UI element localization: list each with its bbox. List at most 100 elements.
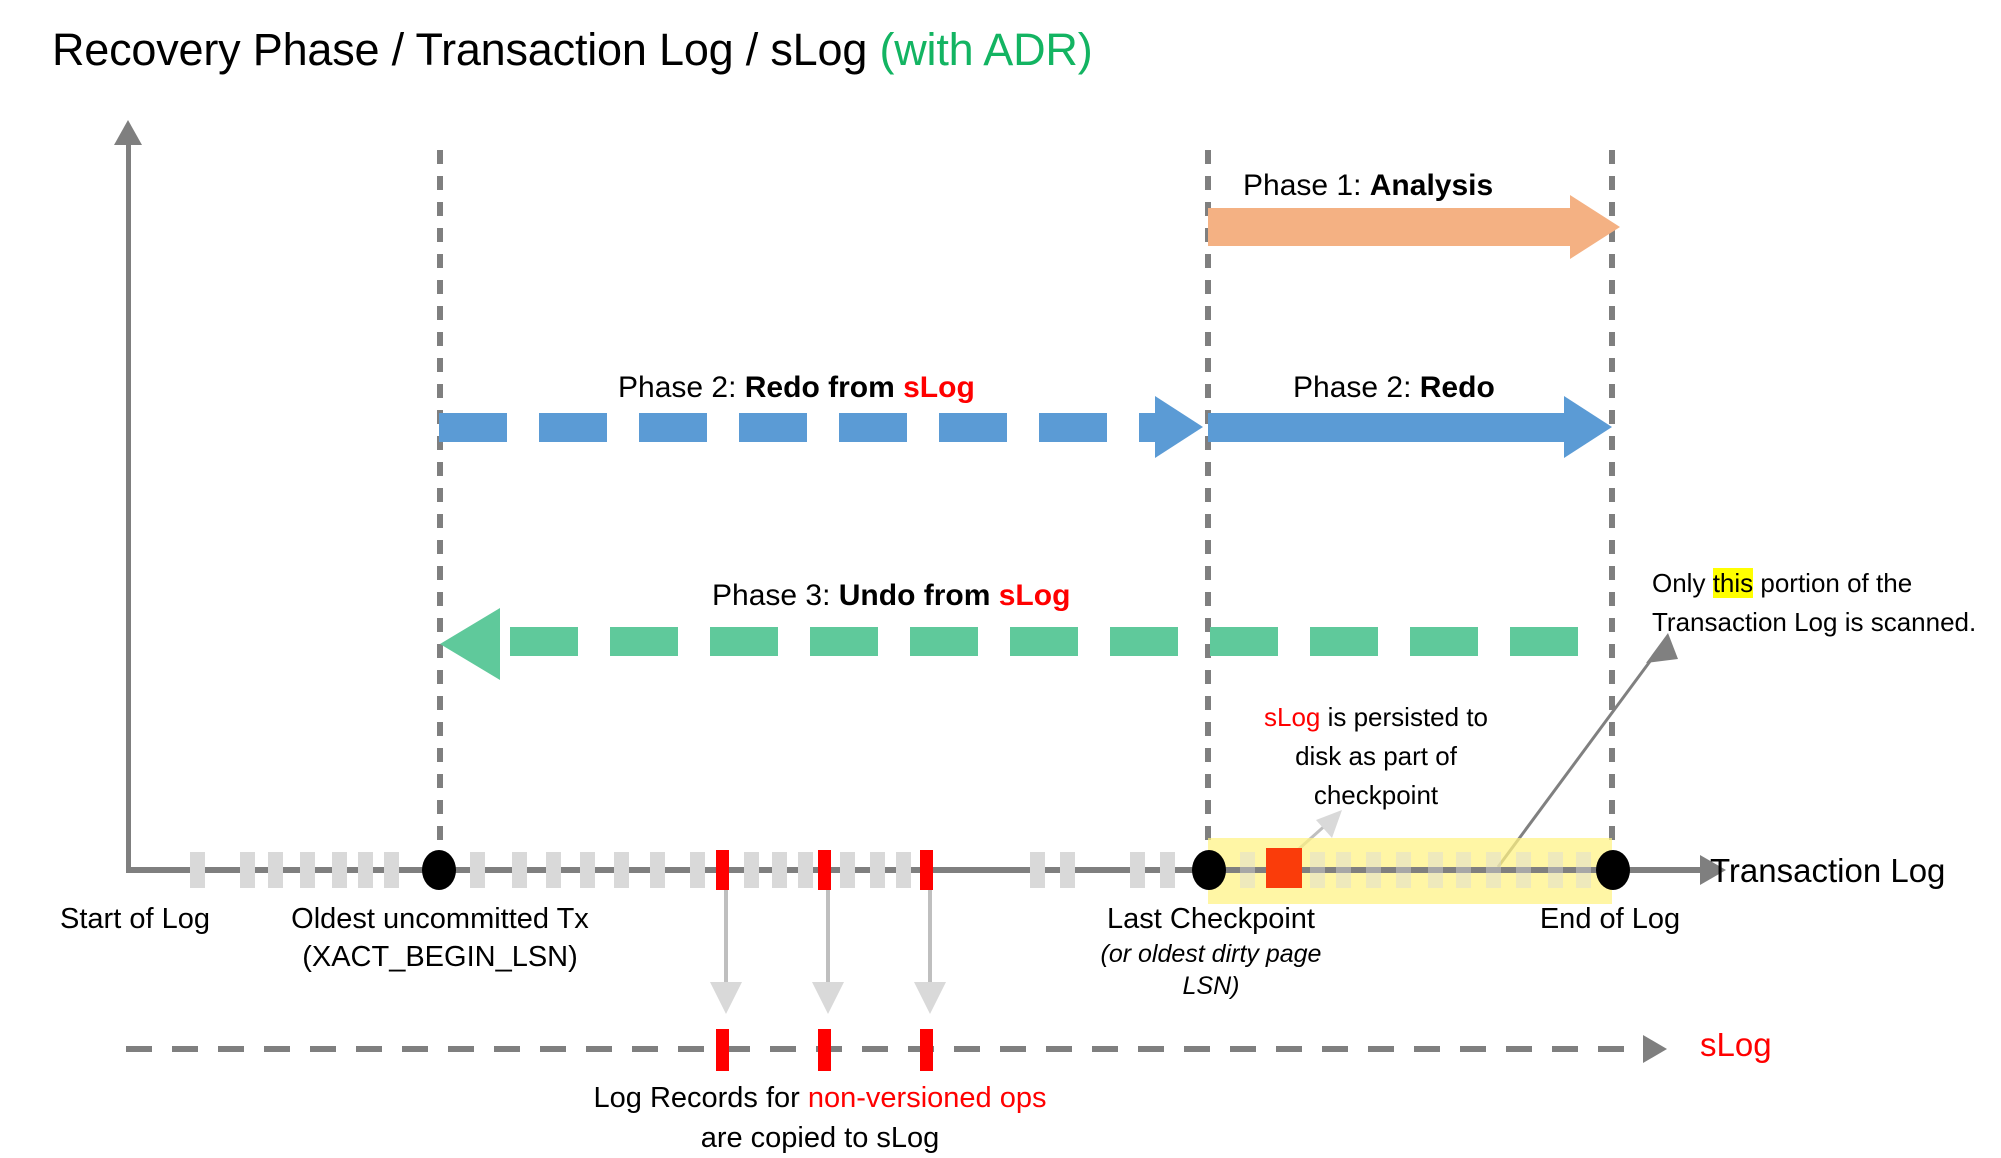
log-record-tick bbox=[1160, 852, 1175, 888]
non-versioned-log-record bbox=[818, 850, 831, 890]
phase-2b-name: Redo bbox=[1419, 371, 1495, 404]
label-oldest-uncommitted-tx-sub: (XACT_BEGIN_LSN) bbox=[302, 941, 578, 973]
title-accent: (with ADR) bbox=[879, 24, 1093, 75]
note-non-versioned-pre: Log Records for bbox=[593, 1082, 808, 1114]
log-record-tick bbox=[240, 852, 255, 888]
log-record-tick bbox=[1366, 852, 1381, 888]
log-record-tick bbox=[1486, 852, 1501, 888]
log-record-tick bbox=[744, 852, 759, 888]
non-versioned-log-record bbox=[920, 850, 933, 890]
slog-axis-line bbox=[126, 1046, 1646, 1052]
log-record-tick bbox=[1456, 852, 1471, 888]
log-record-tick bbox=[1310, 852, 1325, 888]
log-record-tick bbox=[1130, 852, 1145, 888]
log-record-tick bbox=[358, 852, 373, 888]
marker-dot-end-of-log bbox=[1596, 850, 1630, 890]
phase-2b-arrowhead-icon bbox=[1564, 396, 1612, 458]
note-scanned-portion-line-2: Transaction Log is scanned. bbox=[1652, 607, 1977, 637]
note-slog-checkpoint-line-3: checkpoint bbox=[1313, 780, 1439, 810]
transaction-log-arrowhead-icon bbox=[1700, 855, 1726, 885]
phase-3-arrowhead-icon bbox=[440, 608, 500, 680]
phase-2-redo-label: Phase 2: Redo bbox=[1293, 370, 1495, 406]
phase-2-redo-from-slog-label: Phase 2: Redo from sLog bbox=[618, 370, 975, 406]
log-record-tick bbox=[1060, 852, 1075, 888]
note-non-versioned-red: non-versioned ops bbox=[807, 1082, 1047, 1114]
phase-2b-prefix: Phase 2: bbox=[1293, 371, 1420, 404]
phase-2a-slog: sLog bbox=[903, 371, 975, 404]
guide-line-last-checkpoint bbox=[1205, 150, 1211, 868]
phase-1-analysis-label: Phase 1: Analysis bbox=[1243, 168, 1493, 204]
note-non-versioned-line-2: are copied to sLog bbox=[700, 1122, 940, 1154]
label-last-checkpoint-sub: (or oldest dirty page LSN) bbox=[1100, 940, 1322, 1000]
slog-arrowhead-icon bbox=[1643, 1035, 1667, 1063]
connector-scanned-portion bbox=[1496, 633, 1678, 868]
log-record-tick bbox=[300, 852, 315, 888]
page-title: Recovery Phase / Transaction Log / sLog … bbox=[52, 22, 1093, 78]
log-record-tick bbox=[1240, 852, 1255, 888]
label-start-of-log: Start of Log bbox=[0, 900, 270, 938]
phase-2-redo-from-slog-arrow bbox=[439, 413, 1169, 442]
label-end-of-log-text: End of Log bbox=[1539, 903, 1681, 935]
marker-dot-last-checkpoint bbox=[1192, 850, 1226, 890]
label-oldest-uncommitted-tx-text: Oldest uncommitted Tx bbox=[291, 903, 589, 935]
slog-record bbox=[818, 1029, 831, 1071]
guide-line-oldest-uncommitted-tx bbox=[437, 150, 443, 868]
non-versioned-log-record bbox=[716, 850, 729, 890]
note-scanned-post: portion of the bbox=[1753, 568, 1913, 598]
log-record-tick bbox=[190, 852, 205, 888]
slog-persisted-record bbox=[1266, 848, 1302, 888]
label-end-of-log: End of Log bbox=[1510, 900, 1710, 938]
log-record-tick bbox=[512, 852, 527, 888]
log-record-tick bbox=[546, 852, 561, 888]
note-scanned-highlight: this bbox=[1712, 568, 1754, 598]
note-scanned-pre: Only bbox=[1652, 568, 1713, 598]
vertical-axis-line bbox=[126, 130, 131, 872]
label-start-of-log-text: Start of Log bbox=[60, 903, 210, 935]
phase-2a-name: Redo from bbox=[744, 371, 904, 404]
phase-3-undo-from-slog-arrow bbox=[510, 627, 1610, 656]
slog-label: sLog bbox=[1700, 1026, 1772, 1063]
transaction-log-label: Transaction Log bbox=[1710, 852, 1946, 889]
log-record-tick bbox=[772, 852, 787, 888]
log-record-tick bbox=[1516, 852, 1531, 888]
log-record-tick bbox=[1030, 852, 1045, 888]
note-slog-checkpoint-line-1: sLog is persisted to bbox=[1245, 698, 1507, 737]
phase-3-slog: sLog bbox=[998, 579, 1071, 612]
connector-copy-to-slog-2 bbox=[812, 890, 844, 1014]
note-slog-rest: is persisted to bbox=[1320, 702, 1489, 732]
label-last-checkpoint-text: Last Checkpoint bbox=[1107, 903, 1315, 935]
connector-copy-to-slog-3 bbox=[914, 890, 946, 1014]
phase-3-prefix: Phase 3: bbox=[712, 579, 839, 612]
log-record-tick bbox=[268, 852, 283, 888]
note-non-versioned-line-1: Log Records for non-versioned ops bbox=[520, 1078, 1120, 1118]
log-record-tick bbox=[1428, 852, 1443, 888]
guide-line-end-of-log bbox=[1609, 150, 1615, 868]
marker-dot-oldest-uncommitted-tx bbox=[422, 850, 456, 890]
log-record-tick bbox=[1576, 852, 1591, 888]
log-record-tick bbox=[798, 852, 813, 888]
log-record-tick bbox=[1396, 852, 1411, 888]
connector-copy-to-slog-1 bbox=[710, 890, 742, 1014]
phase-3-undo-from-slog-label: Phase 3: Undo from sLog bbox=[712, 578, 1070, 614]
phase-2-redo-arrow bbox=[1208, 413, 1564, 442]
phase-1-analysis-arrow bbox=[1208, 208, 1570, 246]
log-record-tick bbox=[580, 852, 595, 888]
note-slog-checkpoint-line-2: disk as part of bbox=[1295, 741, 1457, 771]
transaction-log-axis-line bbox=[126, 867, 1706, 873]
label-oldest-uncommitted-tx: Oldest uncommitted Tx (XACT_BEGIN_LSN) bbox=[245, 900, 635, 976]
phase-2a-prefix: Phase 2: bbox=[618, 371, 745, 404]
log-record-tick bbox=[384, 852, 399, 888]
log-record-tick bbox=[332, 852, 347, 888]
log-record-tick bbox=[614, 852, 629, 888]
note-scanned-portion-line-1: Only this portion of the bbox=[1652, 564, 1976, 603]
phase-2a-arrowhead-icon bbox=[1155, 396, 1203, 458]
log-record-tick bbox=[1548, 852, 1563, 888]
note-scanned-portion: Only this portion of the Transaction Log… bbox=[1652, 564, 1976, 642]
slog-record bbox=[920, 1029, 933, 1071]
title-main: Recovery Phase / Transaction Log / sLog bbox=[52, 24, 880, 75]
log-record-tick bbox=[896, 852, 911, 888]
note-non-versioned-ops: Log Records for non-versioned ops are co… bbox=[520, 1078, 1120, 1158]
phase-1-name: Analysis bbox=[1369, 169, 1494, 202]
note-slog-red-word: sLog bbox=[1263, 702, 1321, 732]
